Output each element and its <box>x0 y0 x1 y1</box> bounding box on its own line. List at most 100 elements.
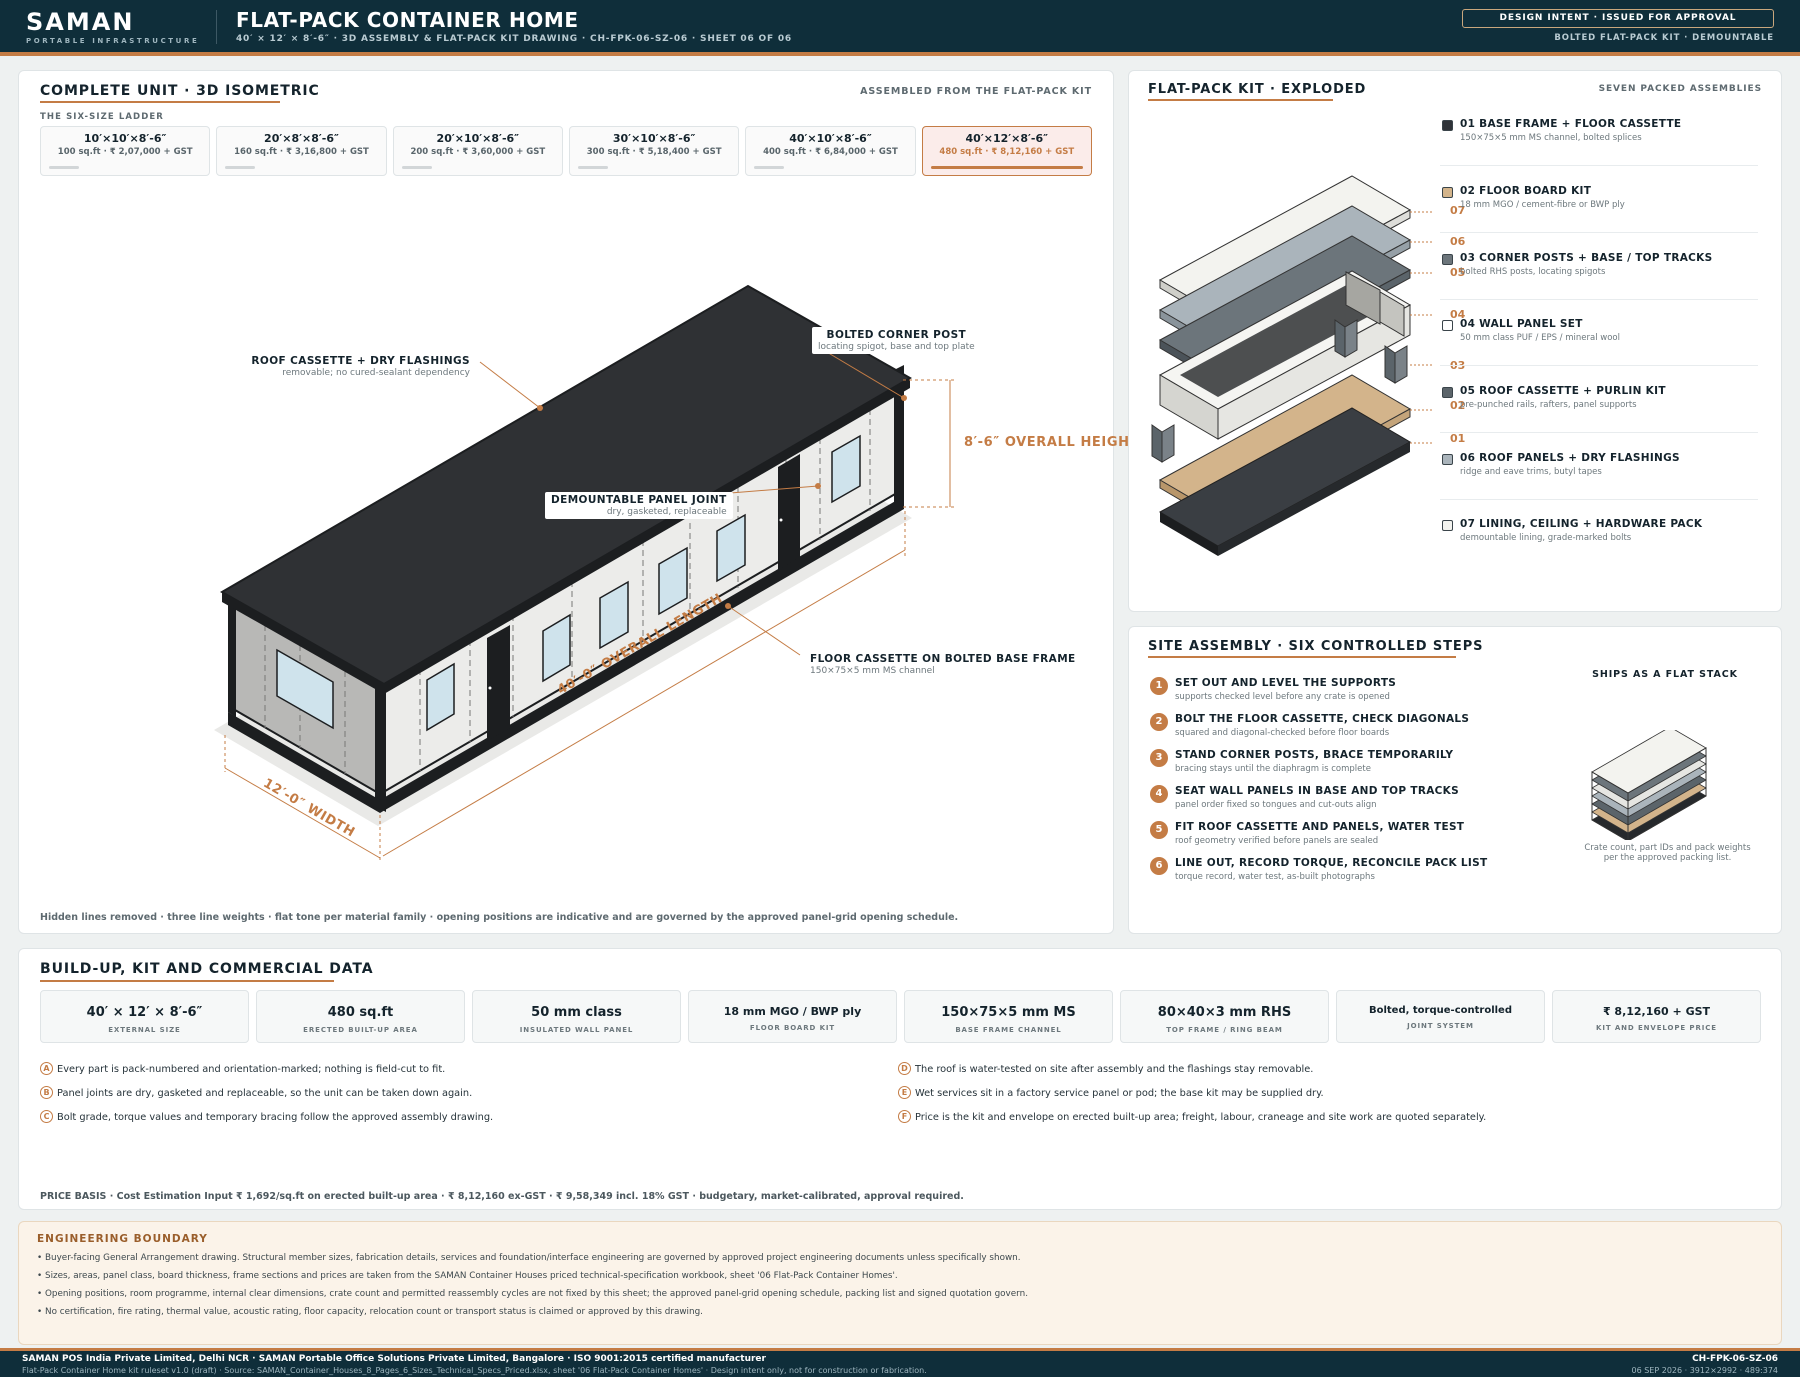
fact-marker: F <box>898 1110 911 1123</box>
data-label: TOP FRAME / RING BEAM <box>1166 1026 1283 1034</box>
size-option-30x10[interactable]: 30′×10′×8′-6″ 300 sq.ft · ₹ 5,18,400 + GS… <box>568 126 740 176</box>
step-number: 4 <box>1150 785 1168 803</box>
size-spec: 300 sq.ft · ₹ 5,18,400 + GST <box>586 147 722 157</box>
data-card-external-size: 40′ × 12′ × 8′-6″EXTERNAL SIZE <box>40 990 249 1043</box>
size-spec: 480 sq.ft · ₹ 8,12,160 + GST <box>939 147 1075 157</box>
page-subtitle: 40′ × 12′ × 8′-6″ · 3D ASSEMBLY & FLAT-P… <box>236 34 792 44</box>
header-bar: SAMAN PORTABLE INFRASTRUCTURE FLAT-PACK … <box>0 0 1800 56</box>
data-value: ₹ 8,12,160 + GST <box>1602 1005 1711 1018</box>
unit-panel-caption: ASSEMBLED FROM THE FLAT-PACK KIT <box>860 86 1092 97</box>
kit-item-desc: demountable lining, grade-marked bolts <box>1460 533 1632 543</box>
step-desc: roof geometry verified before panels are… <box>1175 836 1379 846</box>
status-subtitle: BOLTED FLAT-PACK KIT · DEMOUNTABLE <box>1554 33 1774 43</box>
size-spec: 200 sq.ft · ₹ 3,60,000 + GST <box>410 147 546 157</box>
size-title: 20′×10′×8′-6″ <box>436 132 520 145</box>
kit-panel-caption: SEVEN PACKED ASSEMBLIES <box>1598 84 1762 94</box>
kit-label-05: 05 <box>1450 266 1466 279</box>
header-divider <box>216 10 217 44</box>
kit-item-desc: 150×75×5 mm MS channel, bolted splices <box>1460 133 1642 143</box>
callout-desc: dry, gasketed, replaceable <box>606 506 727 517</box>
step-title: SET OUT AND LEVEL THE SUPPORTS <box>1175 677 1397 689</box>
data-label: ERECTED BUILT-UP AREA <box>303 1026 418 1034</box>
data-value: Bolted, torque-controlled <box>1368 1005 1512 1016</box>
step-desc: torque record, water test, as-built phot… <box>1175 872 1375 882</box>
size-title: 40′×10′×8′-6″ <box>789 132 872 145</box>
fact-text: The roof is water-tested on site after a… <box>915 1064 1314 1075</box>
buildup-panel-title: BUILD-UP, KIT AND COMMERCIAL DATA <box>40 961 374 977</box>
step-number: 6 <box>1150 857 1168 875</box>
assembly-title-underline <box>1148 656 1456 658</box>
fact-text: Price is the kit and envelope on erected… <box>915 1112 1487 1123</box>
size-bar <box>401 166 432 169</box>
kit-item-desc: 18 mm MGO / cement-fibre or BWP ply <box>1460 200 1625 210</box>
fact-marker: D <box>898 1062 911 1075</box>
kit-label-02: 02 <box>1450 399 1466 412</box>
callout-desc: removable; no cured-sealant dependency <box>282 367 470 378</box>
size-option-40x12-selected[interactable]: 40′×12′×8′-6″ 480 sq.ft · ₹ 8,12,160 + GS… <box>921 126 1092 176</box>
step-number: 1 <box>1150 677 1168 695</box>
step-title: STAND CORNER POSTS, BRACE TEMPORARILY <box>1175 749 1454 761</box>
footer-company: SAMAN POS India Private Limited, Delhi N… <box>22 1354 766 1364</box>
kit-label-06: 06 <box>1450 235 1466 248</box>
step-number: 5 <box>1150 821 1168 839</box>
flat-stack-title: SHIPS AS A FLAT STACK <box>1592 669 1738 680</box>
fact-text: Panel joints are dry, gasketed and repla… <box>57 1088 473 1099</box>
size-bar <box>225 166 256 169</box>
data-value: 50 mm class <box>531 1005 622 1020</box>
brand-tagline: PORTABLE INFRASTRUCTURE <box>26 37 200 45</box>
size-option-20x10[interactable]: 20′×10′×8′-6″ 200 sq.ft · ₹ 3,60,000 + GS… <box>392 126 563 176</box>
data-value: 480 sq.ft <box>327 1005 394 1020</box>
size-spec: 100 sq.ft · ₹ 2,07,000 + GST <box>57 147 193 157</box>
kit-label-04: 04 <box>1450 308 1466 321</box>
assembly-panel-title: SITE ASSEMBLY · SIX CONTROLLED STEPS <box>1148 639 1484 654</box>
exploded-kit-drawing <box>1151 175 1432 556</box>
engineering-title: ENGINEERING BOUNDARY <box>37 1233 208 1245</box>
step-desc: panel order fixed so tongues and cut-out… <box>1175 800 1377 810</box>
step-title: SEAT WALL PANELS IN BASE AND TOP TRACKS <box>1175 785 1459 797</box>
engineering-bullet: • Sizes, areas, panel class, board thick… <box>37 1271 898 1281</box>
fact-f: F Price is the kit and envelope on erecte… <box>898 1110 1486 1123</box>
data-card-price: ₹ 8,12,160 + GST KIT AND ENVELOPE PRICE <box>1552 990 1761 1043</box>
isometric-container-drawing <box>214 284 955 860</box>
fact-marker: A <box>40 1062 53 1075</box>
step-number: 3 <box>1150 749 1168 767</box>
step-number: 2 <box>1150 713 1168 731</box>
kit-panel-title: FLAT-PACK KIT · EXPLODED <box>1148 82 1367 97</box>
size-bar <box>49 166 79 169</box>
data-value: 80×40×3 mm RHS <box>1157 1005 1292 1020</box>
size-option-10x10[interactable]: 10′×10′×8′-6″100 sq.ft · ₹ 2,07,000 + GS… <box>40 126 211 176</box>
data-label: KIT AND ENVELOPE PRICE <box>1596 1024 1717 1032</box>
size-option-40x10[interactable]: 40′×10′×8′-6″400 sq.ft · ₹ 6,84,000 + GS… <box>745 126 916 176</box>
size-option-20x8[interactable]: 20′×8′×8′-6″160 sq.ft · ₹ 3,16,800 + GST <box>216 126 387 176</box>
brand-logo: SAMAN <box>26 8 135 36</box>
flat-stack-drawing <box>1591 730 1707 840</box>
kit-swatch <box>1442 320 1453 331</box>
kit-swatch <box>1442 254 1453 265</box>
unit-title-underline <box>40 101 280 103</box>
kit-label-07: 07 <box>1450 204 1466 217</box>
fact-marker: B <box>40 1086 53 1099</box>
data-label: BASE FRAME CHANNEL <box>955 1026 1062 1034</box>
size-ladder: 10′×10′×8′-6″100 sq.ft · ₹ 2,07,000 + GS… <box>40 126 1092 176</box>
kit-item-name: 06 ROOF PANELS + DRY FLASHINGS <box>1460 452 1680 464</box>
size-title: 20′×8′×8′-6″ <box>264 132 339 145</box>
size-title: 40′×12′×8′-6″ <box>965 132 1049 145</box>
kit-item-name: 04 WALL PANEL SET <box>1460 318 1583 330</box>
size-bar <box>930 166 1083 169</box>
callout-desc: locating spigot, base and top plate <box>818 341 975 352</box>
size-title: 30′×10′×8′-6″ <box>612 132 696 145</box>
